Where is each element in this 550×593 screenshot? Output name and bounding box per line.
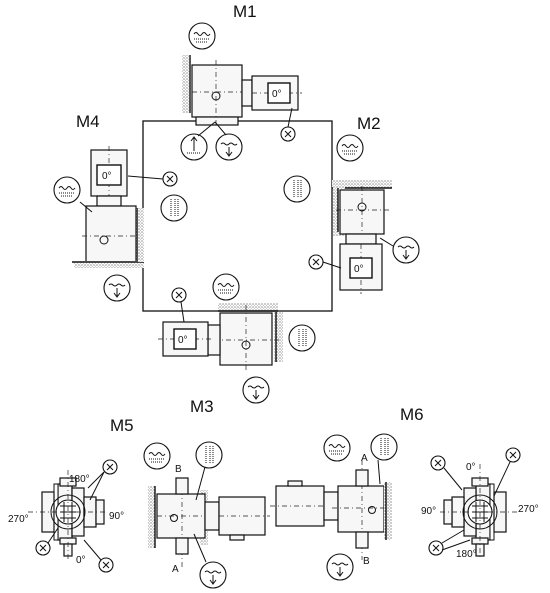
end-view-angle-270-label: 270° — [518, 504, 539, 515]
m3-center-angle-label: 0° — [178, 335, 188, 346]
m4-level-icon — [160, 194, 188, 222]
end-view-angle-90-label: 90° — [421, 506, 436, 517]
m1-terminal-box — [267, 82, 291, 104]
m3-oil-level-icon — [143, 442, 171, 470]
m5-angle-180-label: 180° — [69, 474, 90, 485]
m1-oil-level-icon — [188, 22, 216, 50]
m2-floor-hatch — [332, 180, 392, 188]
m4-angle-label: 0° — [102, 171, 112, 182]
position-m6-label: M6 — [400, 405, 424, 424]
m5-angle-0-label: 0° — [76, 555, 86, 566]
m2-oil-level-icon — [336, 134, 364, 162]
position-m2-group: M2 0° — [283, 114, 420, 294]
m4-oil-level-icon — [53, 176, 81, 204]
m3-level-icon — [195, 441, 223, 469]
position-m3-center-group: 0° — [158, 273, 316, 404]
position-m5-group: 180° 270° 90° 0° — [8, 459, 124, 573]
position-m1-label: M1 — [233, 2, 257, 21]
m1-x-marker-icon — [280, 126, 296, 142]
m3-center-level-icon — [288, 324, 316, 352]
m5-angle-90-label: 90° — [109, 511, 124, 522]
m3-drain-icon — [199, 561, 227, 589]
m1-drain-icon — [215, 133, 243, 161]
position-m5-label: M5 — [110, 416, 134, 435]
m2-angle-label: 0° — [354, 264, 364, 275]
position-m3-label: M3 — [190, 397, 214, 416]
m6-oil-level-icon — [323, 434, 351, 462]
m3-center-terminal-box — [173, 328, 197, 350]
m6-drain-icon — [326, 553, 354, 581]
m3-a-label: A — [172, 564, 179, 575]
m5-angle-270-label: 270° — [8, 514, 29, 525]
m1-wall-hatch — [182, 55, 190, 113]
m3-b-label: B — [175, 464, 182, 475]
m1-angle-label: 0° — [272, 89, 282, 100]
m5-x-marker-left-icon — [35, 540, 51, 556]
m2-x-marker-icon — [308, 254, 324, 270]
position-m6-group: A B — [270, 433, 398, 581]
m4-gearbox — [85, 205, 137, 263]
end-view-x-marker-top-left-icon — [430, 455, 446, 471]
end-view-x-marker-bottom-icon — [428, 540, 444, 556]
m3-center-drain-icon — [242, 376, 270, 404]
m6-b-label: B — [363, 556, 370, 567]
end-view-angle-180-label: 180° — [456, 549, 477, 560]
m3-center-x-marker-icon — [171, 287, 187, 303]
m5-x-marker-bottom-icon — [98, 557, 114, 573]
m2-terminal-box — [349, 257, 373, 279]
position-m2-label: M2 — [357, 114, 381, 133]
position-m4-group: M4 0° — [53, 112, 188, 302]
end-view-angle-0-label: 0° — [466, 462, 476, 473]
position-m1-group: M1 0° — [180, 2, 302, 161]
m4-terminal-box — [96, 164, 122, 186]
m1-vent-icon — [180, 133, 208, 161]
m1-gearbox — [191, 64, 243, 118]
position-m3-group: B A — [143, 441, 270, 589]
m2-level-icon — [283, 175, 311, 203]
m6-a-label: A — [361, 453, 368, 464]
m4-drain-icon — [103, 274, 131, 302]
m6-level-icon — [370, 433, 398, 461]
m4-floor-hatch — [74, 261, 144, 268]
m6-gearbox — [337, 485, 385, 533]
end-view-x-marker-top-right-icon — [505, 447, 521, 463]
position-end-view-right-group: 0° 90° 270° 180° — [421, 447, 539, 560]
m2-drain-icon — [392, 236, 420, 264]
m3-center-oil-level-icon — [212, 273, 240, 301]
m5-x-marker-top-icon — [102, 459, 118, 475]
position-m4-label: M4 — [76, 112, 100, 131]
m4-x-marker-icon — [162, 171, 178, 187]
